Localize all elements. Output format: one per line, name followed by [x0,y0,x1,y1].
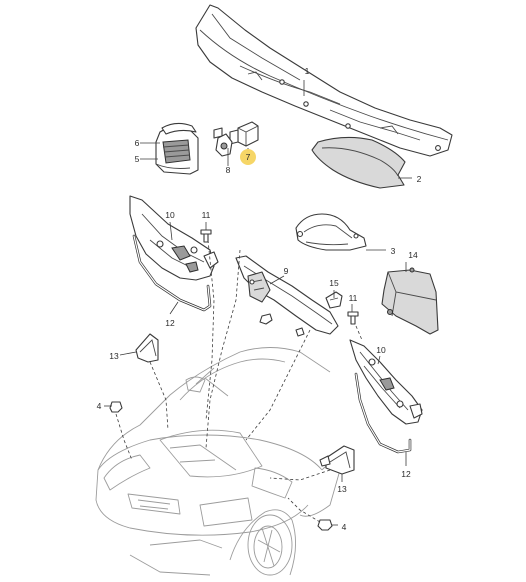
callout-5[interactable]: 5 [134,154,140,164]
bracket-part-13-upper [135,333,159,363]
callout-1[interactable]: 1 [304,66,310,76]
bracket-part-13-lower [319,445,355,475]
grille-part-5 [155,126,199,175]
callout-13-lower[interactable]: 13 [337,484,347,494]
callout-12-left[interactable]: 12 [165,318,175,328]
cowl-panel-part-1 [195,4,453,157]
callout-4-lower[interactable]: 4 [341,522,347,532]
assembly-dashed-lines [115,239,363,523]
leader-lines [104,80,412,526]
nut-part-4-upper [109,401,123,413]
small-fasteners [259,313,305,337]
callout-13-upper[interactable]: 13 [109,351,119,361]
callout-7[interactable]: 7 [245,152,251,162]
callout-12-right[interactable]: 12 [401,469,411,479]
callout-8[interactable]: 8 [225,165,231,175]
callout-15[interactable]: 15 [329,278,339,288]
support-bracket-part-9 [235,255,339,335]
shield-part-3 [295,213,367,251]
sensor-part-7 [229,121,259,147]
callout-9[interactable]: 9 [283,266,289,276]
seal-right-part-12 [354,372,412,454]
screw-part-11-left [200,229,212,243]
callout-highlight [240,149,256,165]
callout-11-left[interactable]: 11 [201,210,211,220]
water-deflector-right-part-10 [349,339,423,425]
nut-part-4-lower [317,519,333,531]
callout-11-right[interactable]: 11 [348,293,358,303]
water-box-cover-part-2 [311,136,406,189]
callout-4-upper[interactable]: 4 [96,401,102,411]
screw-part-11-right [347,311,359,325]
clip-part-15 [325,291,343,309]
callout-2[interactable]: 2 [416,174,422,184]
callout-3[interactable]: 3 [390,246,396,256]
callout-6[interactable]: 6 [134,138,140,148]
callout-10-right[interactable]: 10 [376,345,386,355]
cover-box-part-14 [381,267,439,335]
seal-left-part-12 [132,234,212,312]
bracket-part-8 [213,127,233,157]
vehicle-outline [95,347,341,576]
callout-14[interactable]: 14 [408,250,418,260]
callout-10-left[interactable]: 10 [165,210,175,220]
seal-part-6 [161,122,197,135]
